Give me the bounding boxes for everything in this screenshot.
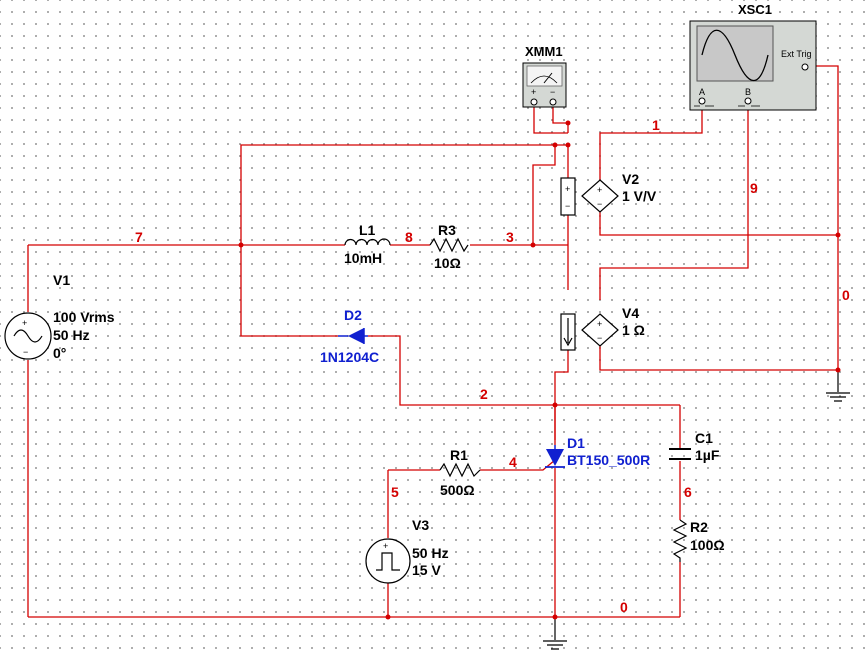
ground-symbol bbox=[826, 392, 850, 402]
r1-value: 500Ω bbox=[440, 482, 475, 498]
svg-text:+: + bbox=[383, 541, 388, 551]
r2-value: 100Ω bbox=[690, 537, 725, 553]
pulse-source-v3[interactable]: + bbox=[365, 538, 411, 584]
net-label: 5 bbox=[391, 484, 399, 500]
net-label: 1 bbox=[652, 117, 660, 133]
d1-ref: D1 bbox=[567, 435, 585, 451]
l1-ref: L1 bbox=[359, 222, 376, 238]
v4-value: 1 Ω bbox=[622, 322, 645, 338]
scr-d1[interactable] bbox=[545, 445, 565, 468]
ground-symbol bbox=[543, 640, 567, 650]
svg-text:+: + bbox=[597, 319, 602, 329]
v3-frequency: 50 Hz bbox=[412, 545, 449, 561]
current-sense-v4[interactable] bbox=[560, 313, 576, 351]
xmm1-ref: XMM1 bbox=[525, 44, 563, 59]
svg-text:+: + bbox=[22, 318, 27, 328]
svg-text:+: + bbox=[597, 185, 602, 195]
d1-model: BT150_500R bbox=[567, 452, 650, 468]
scope-channel-b: B bbox=[745, 87, 751, 97]
v1-phase: 0° bbox=[53, 345, 66, 361]
net-label: 0 bbox=[620, 599, 628, 615]
svg-text:−: − bbox=[597, 333, 602, 343]
voltage-sense-v2[interactable]: + − bbox=[560, 177, 576, 216]
ac-source-v1[interactable]: + − bbox=[4, 312, 52, 360]
net-label: 9 bbox=[750, 180, 758, 196]
xsc1-ref: XSC1 bbox=[738, 2, 772, 17]
net-label: 8 bbox=[405, 229, 413, 245]
v1-voltage: 100 Vrms bbox=[53, 309, 115, 325]
c1-value: 1µF bbox=[695, 447, 720, 463]
resistor-r1[interactable] bbox=[439, 462, 481, 478]
v1-frequency: 50 Hz bbox=[53, 327, 90, 343]
net-label: 3 bbox=[506, 229, 514, 245]
net-label: 7 bbox=[135, 229, 143, 245]
r2-ref: R2 bbox=[690, 519, 708, 535]
meter-plus-label: + bbox=[531, 87, 536, 97]
v2-value: 1 V/V bbox=[622, 188, 657, 204]
net-label: 2 bbox=[480, 386, 488, 402]
l1-value: 10mH bbox=[344, 250, 382, 266]
controlled-source-v4[interactable]: + − bbox=[581, 313, 619, 347]
c1-ref: C1 bbox=[695, 430, 713, 446]
junction-dots bbox=[238, 120, 841, 620]
scope-ext-trig: Ext Trig bbox=[781, 49, 812, 59]
net-label: 4 bbox=[509, 454, 517, 470]
svg-text:−: − bbox=[565, 201, 570, 211]
v3-amplitude: 15 V bbox=[412, 562, 441, 578]
scope-channel-a: A bbox=[699, 87, 705, 97]
controlled-source-v2[interactable]: + − bbox=[581, 179, 619, 213]
oscilloscope-xsc1[interactable]: A B Ext Trig bbox=[689, 20, 817, 111]
multimeter-xmm1[interactable]: + − bbox=[522, 62, 567, 108]
capacitor-c1[interactable] bbox=[669, 448, 691, 460]
v3-ref: V3 bbox=[412, 517, 429, 533]
net-label: 0 bbox=[842, 287, 850, 303]
v4-ref: V4 bbox=[622, 305, 639, 321]
inductor-l1[interactable] bbox=[344, 238, 391, 246]
r1-ref: R1 bbox=[450, 447, 468, 463]
r3-value: 10Ω bbox=[434, 255, 461, 271]
svg-text:+: + bbox=[565, 184, 570, 194]
diode-d2[interactable] bbox=[338, 328, 368, 344]
v2-ref: V2 bbox=[622, 171, 639, 187]
svg-text:−: − bbox=[597, 199, 602, 209]
net-label: 6 bbox=[684, 484, 692, 500]
meter-minus-label: − bbox=[550, 87, 555, 97]
svg-text:−: − bbox=[23, 347, 28, 357]
d2-model: 1N1204C bbox=[320, 349, 379, 365]
d2-ref: D2 bbox=[344, 307, 362, 323]
circuit-wires bbox=[27, 65, 839, 640]
resistor-r2[interactable] bbox=[672, 519, 688, 562]
resistor-r3[interactable] bbox=[429, 237, 469, 253]
v1-ref: V1 bbox=[53, 272, 70, 288]
r3-ref: R3 bbox=[438, 222, 456, 238]
